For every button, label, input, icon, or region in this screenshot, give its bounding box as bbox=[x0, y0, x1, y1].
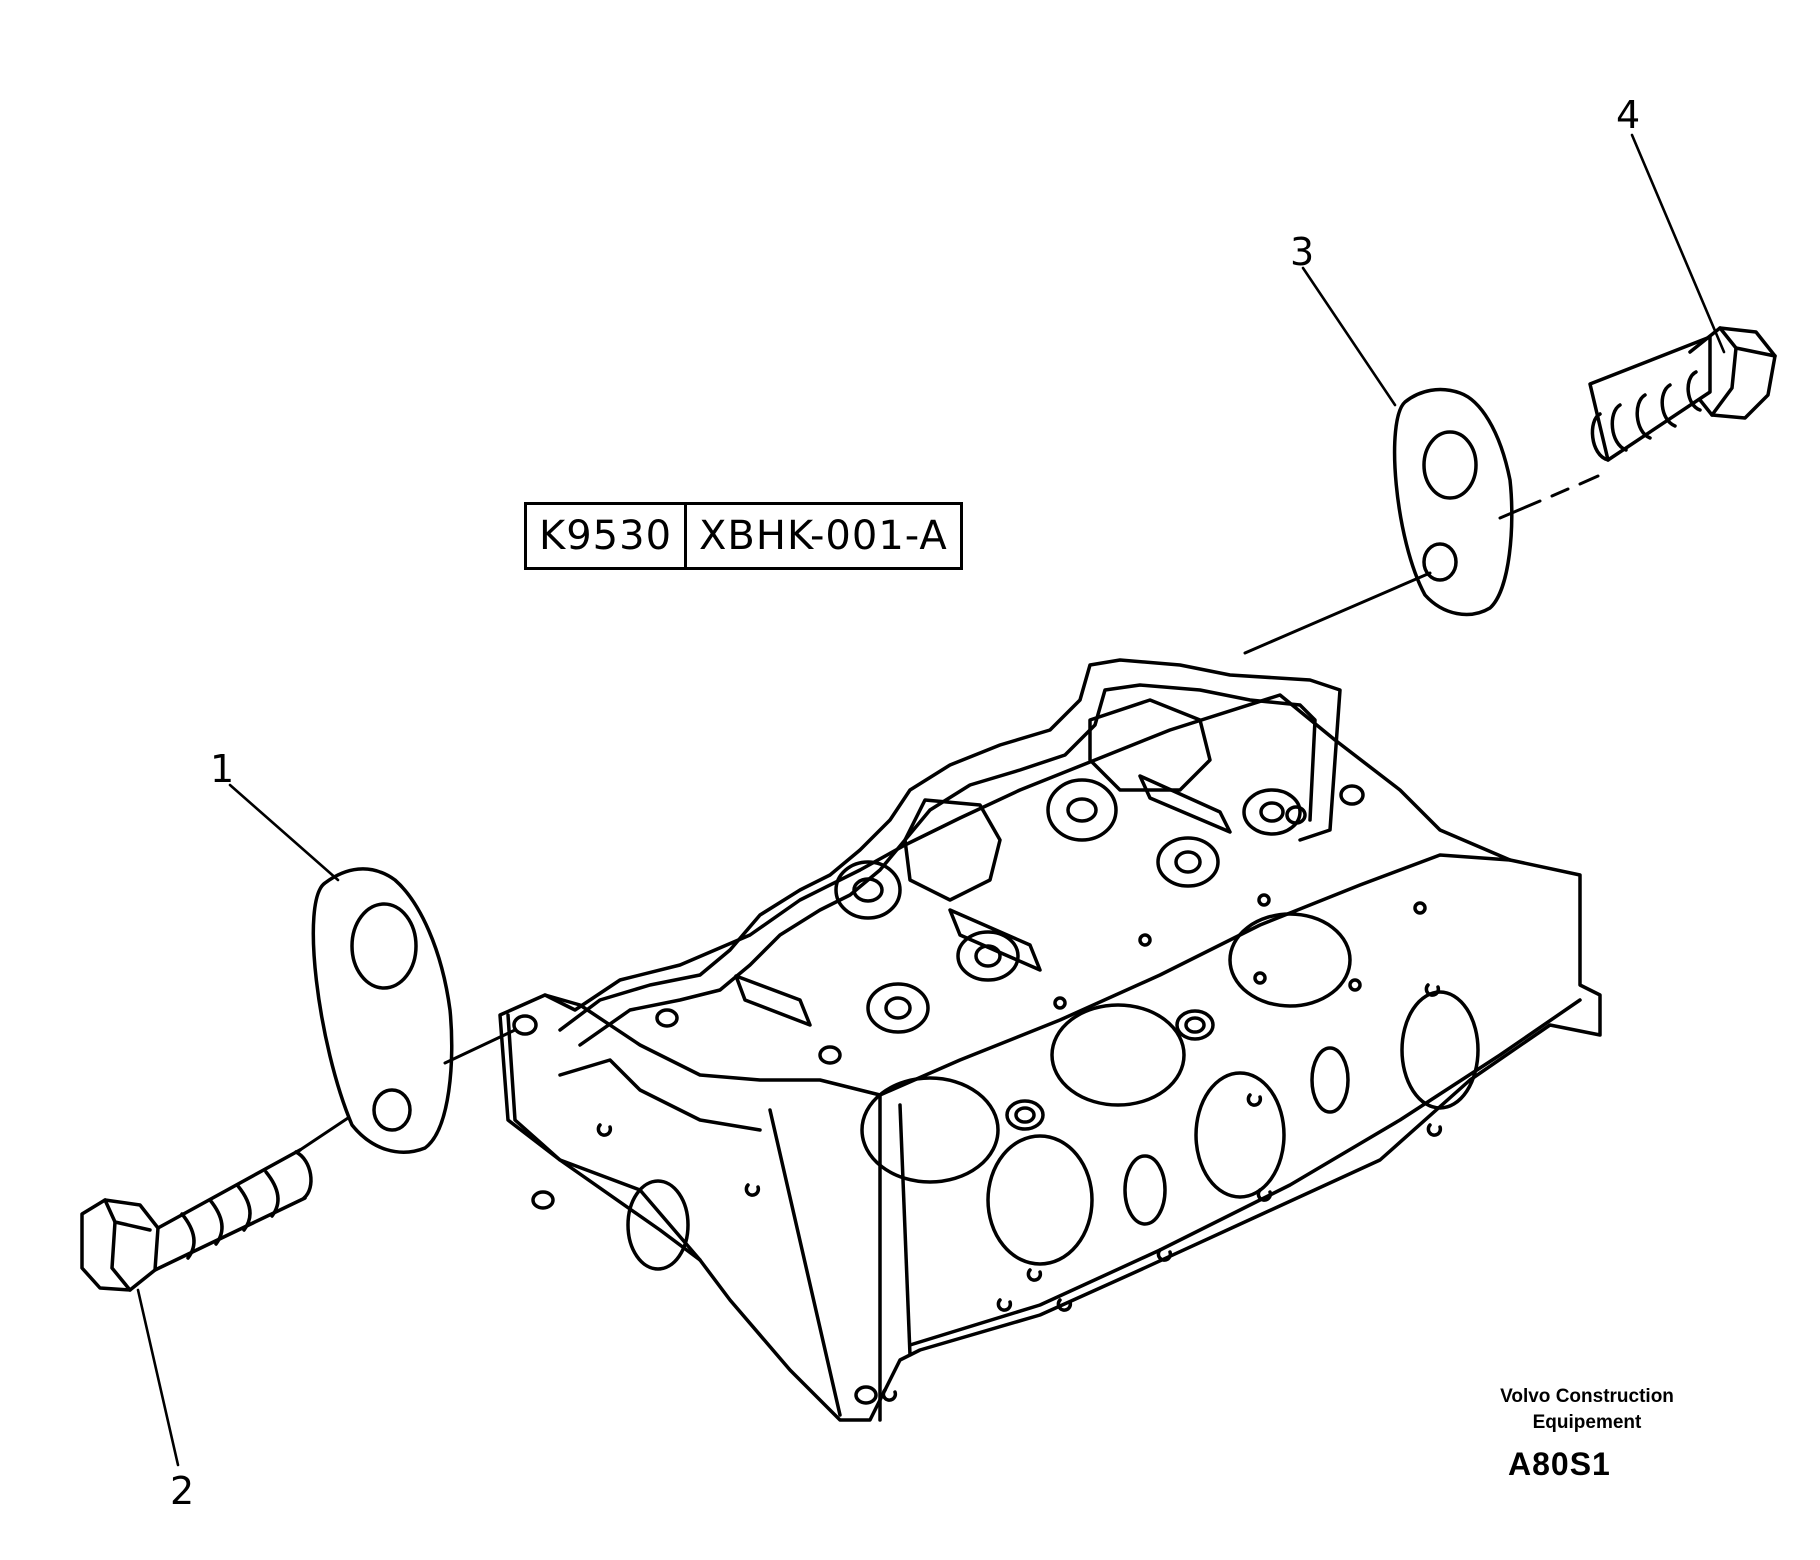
callout-4: 4 bbox=[1616, 93, 1641, 137]
reference-code-box: K9530 XBHK-001-A bbox=[524, 502, 963, 570]
bolt-left bbox=[80, 1148, 313, 1292]
bolt-right bbox=[1588, 326, 1777, 462]
lifting-eye-right bbox=[1392, 387, 1514, 617]
leader-4 bbox=[1630, 133, 1726, 354]
reference-code-left: K9530 bbox=[539, 513, 673, 559]
brand-name: Volvo Construction Equipement bbox=[1456, 1384, 1718, 1436]
drawing-code: A80S1 bbox=[1508, 1446, 1611, 1482]
lifting-eye-left bbox=[311, 867, 454, 1154]
callout-3: 3 bbox=[1290, 230, 1315, 274]
assembly-lines bbox=[298, 474, 1600, 1152]
reference-code-right: XBHK-001-A bbox=[684, 505, 960, 567]
brand-line-2: Equipement bbox=[1532, 1412, 1642, 1433]
cylinder-head bbox=[498, 658, 1602, 1422]
callout-2: 2 bbox=[170, 1469, 195, 1513]
leader-1 bbox=[228, 783, 340, 882]
leader-2 bbox=[136, 1288, 180, 1467]
leader-3 bbox=[1301, 266, 1397, 407]
callout-1: 1 bbox=[210, 747, 235, 791]
brand-line-1: Volvo Construction bbox=[1500, 1386, 1674, 1407]
leader-lines bbox=[136, 133, 1726, 1467]
